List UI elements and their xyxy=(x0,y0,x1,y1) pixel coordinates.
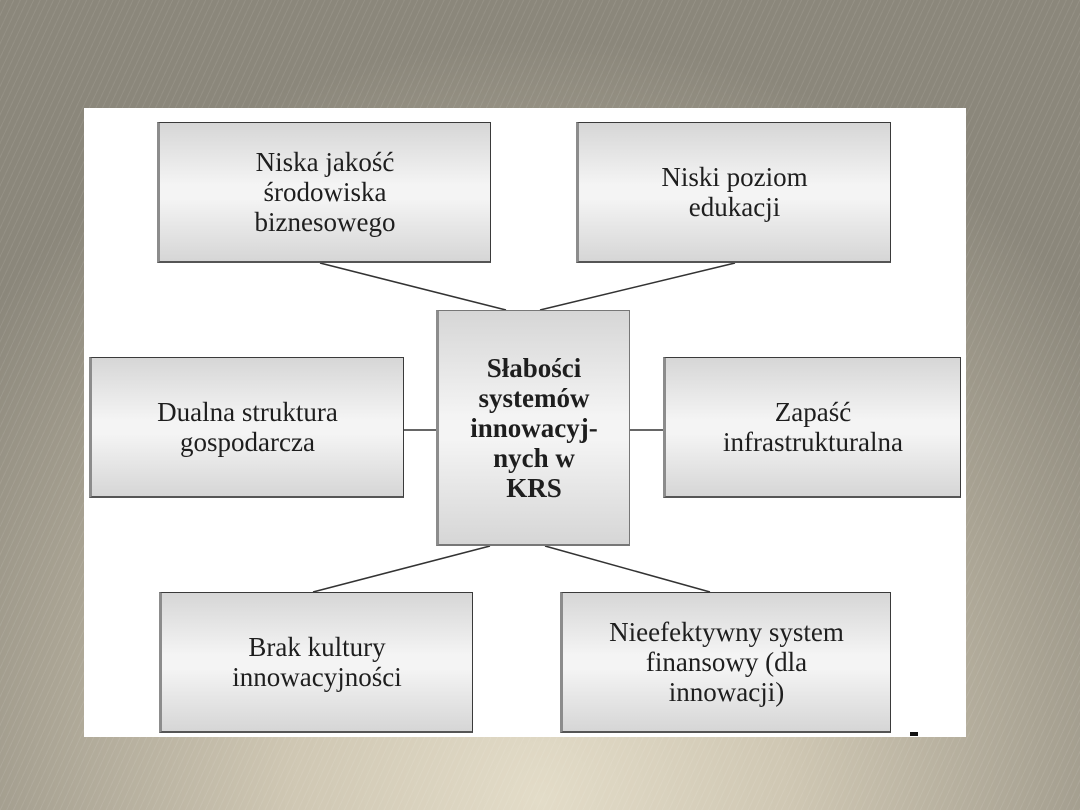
node-label: Niski poziom edukacji xyxy=(661,162,808,222)
connector-top-left xyxy=(319,262,507,311)
connector-bottom-left xyxy=(312,545,491,593)
connector-bottom-right xyxy=(544,545,711,593)
node-innovation-culture: Brak kultury innowacyjności xyxy=(159,592,473,733)
node-infrastructure-collapse: Zapaść infrastrukturalna xyxy=(663,357,961,498)
node-dual-economic-structure: Dualna struktura gospodarcza xyxy=(89,357,404,498)
connector-top-right xyxy=(539,262,736,311)
node-label: Niska jakość środowiska biznesowego xyxy=(254,147,396,237)
node-label: Zapaść infrastrukturalna xyxy=(723,397,903,457)
node-business-environment: Niska jakość środowiska biznesowego xyxy=(157,122,491,263)
center-label: Słabości systemów innowacyj- nych w KRS xyxy=(470,352,598,503)
stray-mark xyxy=(910,732,918,736)
node-label: Nieefektywny system finansowy (dla innow… xyxy=(609,617,844,707)
node-education-level: Niski poziom edukacji xyxy=(576,122,891,263)
node-financial-system: Nieefektywny system finansowy (dla innow… xyxy=(560,592,891,733)
node-center-weaknesses: Słabości systemów innowacyj- nych w KRS xyxy=(436,310,630,546)
node-label: Brak kultury innowacyjności xyxy=(232,632,402,692)
node-label: Dualna struktura gospodarcza xyxy=(157,397,338,457)
